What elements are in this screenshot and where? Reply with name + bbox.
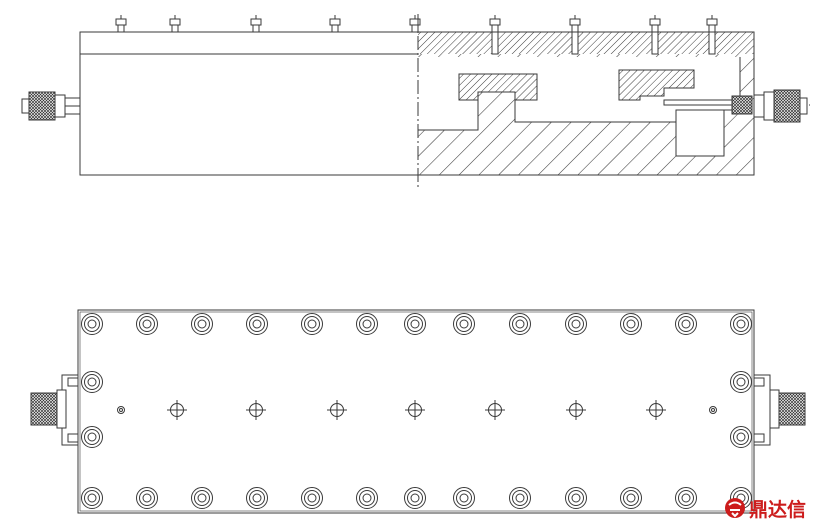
sma-connector-plan-right [753, 374, 806, 446]
tuning-screw [569, 15, 581, 33]
tuning-hole [167, 400, 187, 420]
tuning-screw [329, 15, 341, 33]
bolt [191, 487, 213, 509]
bolt [509, 487, 531, 509]
bolt [565, 313, 587, 335]
sectioned-half [418, 32, 754, 175]
bolt [81, 371, 103, 393]
sma-connector-plan-left [30, 374, 79, 446]
bolt [675, 487, 697, 509]
bolt [191, 313, 213, 335]
bolt [356, 313, 378, 335]
tuning-screw [250, 15, 262, 33]
bolt [81, 426, 103, 448]
bolt [246, 487, 268, 509]
screw-shaft [708, 31, 716, 55]
screw-shaft [571, 31, 579, 55]
bolt [565, 487, 587, 509]
tuning-screw [169, 15, 181, 33]
tuning-hole [327, 400, 347, 420]
bolt [620, 313, 642, 335]
bolt [404, 487, 426, 509]
bolt-side-column [81, 371, 752, 448]
tuning-hole [646, 400, 666, 420]
bolt [246, 313, 268, 335]
tuning-screws [115, 15, 718, 55]
sma-connector-right [753, 89, 808, 123]
bolt [453, 487, 475, 509]
screw-shaft [651, 31, 659, 55]
tuning-holes-row [117, 400, 717, 420]
plan-housing [77, 309, 755, 514]
bolt [620, 487, 642, 509]
tuning-hole [246, 400, 266, 420]
tuning-screw [115, 15, 127, 33]
bolt [730, 313, 752, 335]
tuning-hole [709, 406, 717, 414]
tuning-hole [485, 400, 505, 420]
bolt [404, 313, 426, 335]
bolt [81, 313, 103, 335]
resonator-block-left [458, 73, 538, 101]
bolt [675, 313, 697, 335]
bolt [356, 487, 378, 509]
tuning-hole [117, 406, 125, 414]
sma-connector-left [21, 91, 81, 121]
bolt [301, 487, 323, 509]
bolt [509, 313, 531, 335]
bolt [81, 487, 103, 509]
screw-shaft [491, 31, 499, 55]
seal-logo-icon [725, 498, 745, 518]
brand-logo-text: 鼎达信 [749, 498, 807, 521]
bolt [301, 313, 323, 335]
bolt [136, 487, 158, 509]
tuning-screw [489, 15, 501, 33]
bolt [453, 313, 475, 335]
tuning-hole [566, 400, 586, 420]
brand-logo: 鼎达信 [724, 493, 824, 523]
bolt [136, 313, 158, 335]
bolt-row-bottom [81, 487, 752, 509]
tuning-hole [405, 400, 425, 420]
side-section-view [21, 14, 810, 190]
plan-inner-edge [79, 311, 753, 512]
resonator-block-right [618, 69, 695, 101]
tuning-screw [409, 15, 421, 33]
tuning-screw [706, 15, 718, 33]
bolt-row-top [81, 313, 752, 335]
bolt [730, 371, 752, 393]
bolt [730, 426, 752, 448]
tuning-screw [649, 15, 661, 33]
plan-view [30, 309, 806, 514]
